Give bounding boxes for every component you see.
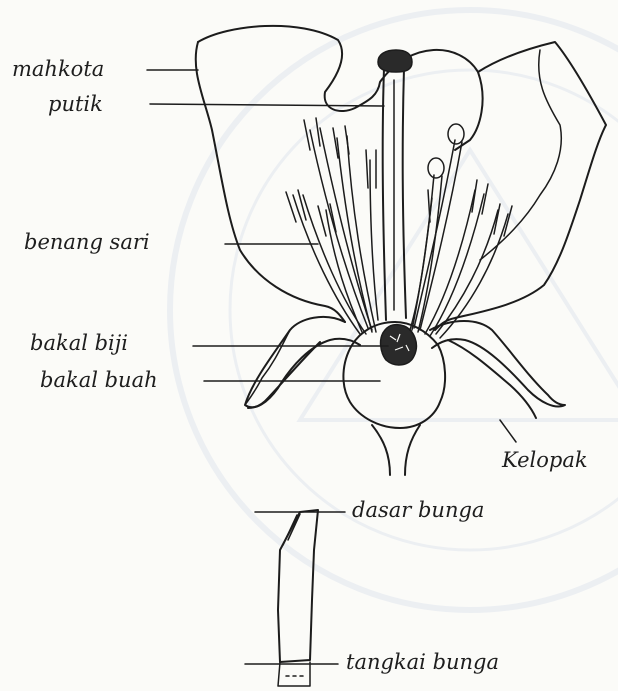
label-kelopak: Kelopak [502,450,588,471]
label-bakal-biji: bakal biji [30,333,128,354]
stalk-detail [278,510,318,686]
leader-kelopak [500,420,516,442]
receptacle-left [372,425,390,475]
label-putik: putik [48,94,103,115]
stamen-anther [366,150,376,188]
sepal-right-lower [448,340,536,418]
pistil-style-right [403,68,406,318]
stamen-anther [448,124,464,144]
sepal-right [430,321,565,407]
stalk-foot [278,662,310,686]
stamen-anther [428,158,444,178]
stamen-anther [333,126,349,158]
receptacle-right [405,425,420,475]
label-dasar-bunga: dasar bunga [352,500,484,521]
label-benang-sari: benang sari [24,232,150,253]
petal-left [198,26,483,150]
stalk-body [278,510,318,662]
label-bakal-buah: bakal buah [40,370,158,391]
sepal-left [245,317,360,407]
label-mahkota: mahkota [12,59,104,80]
petal-right [435,42,606,330]
label-tangkai-bunga: tangkai bunga [346,652,499,673]
stigma [378,50,412,72]
ovule [381,325,417,365]
